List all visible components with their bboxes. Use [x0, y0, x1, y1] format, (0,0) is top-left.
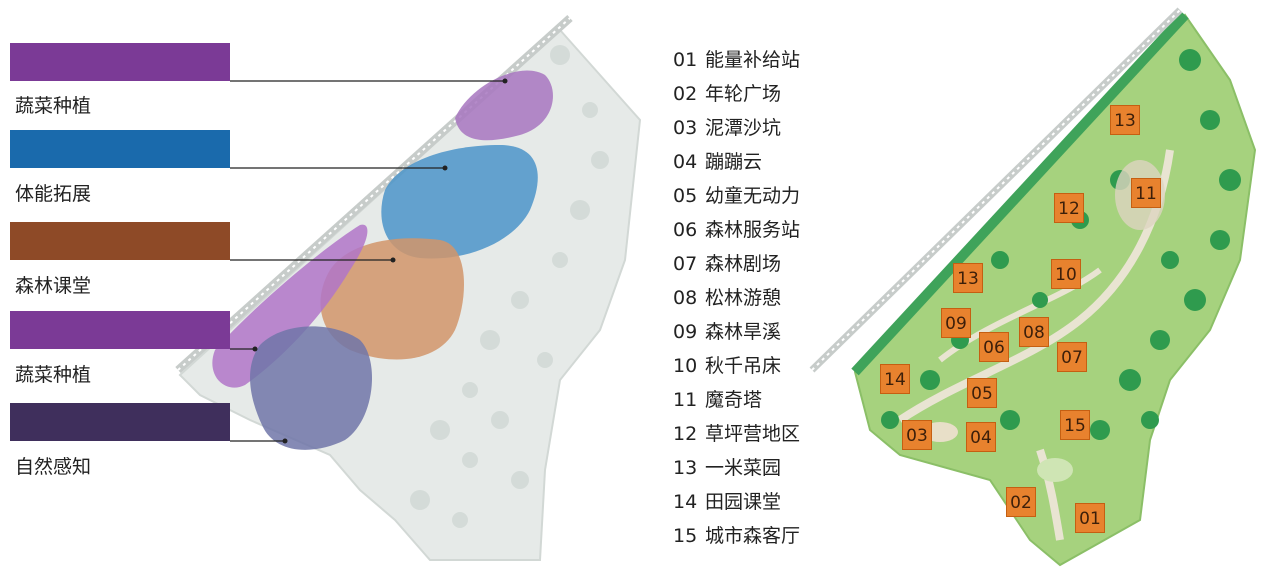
zone-label-comprehensive: 综合区（全龄）: [10, 222, 230, 290]
legend-name: 松林游憩: [705, 287, 782, 309]
legend-name: 幼童无动力: [705, 185, 801, 207]
legend-item: 11 魔奇塔: [673, 385, 762, 412]
legend-item: 07 森林剧场: [673, 249, 781, 276]
zone-desc-comprehensive: 森林课堂: [15, 275, 92, 297]
zone-label-expansion: 拓展区（7~9岁）: [10, 130, 230, 198]
legend-num: 11: [673, 389, 698, 411]
legend-name: 森林剧场: [705, 253, 782, 275]
legend-item: 02 年轮广场: [673, 79, 781, 106]
zone-label-vegetable-1: 菜园区（全龄）: [10, 43, 230, 111]
map-marker: 04: [966, 422, 996, 452]
zone-label-text: 菜园区（全龄）: [40, 357, 174, 379]
map-marker: 06: [979, 332, 1009, 362]
legend-item: 01 能量补给站: [673, 45, 800, 72]
legend-num: 03: [673, 117, 698, 139]
legend-item: 12 草坪营地区: [673, 419, 800, 446]
legend-item: 04 蹦蹦云: [673, 147, 762, 174]
legend-num: 14: [673, 491, 698, 513]
legend-num: 04: [673, 151, 698, 173]
legend-name: 秋千吊床: [705, 355, 782, 377]
legend-name: 森林旱溪: [705, 321, 782, 343]
zone-label-fun-play: 趣玩区（3~6岁）: [10, 403, 230, 471]
legend-name: 年轮广场: [705, 83, 782, 105]
legend-name: 城市森客厅: [705, 525, 801, 547]
map-marker: 15: [1060, 410, 1090, 440]
legend-name: 田园课堂: [705, 491, 782, 513]
legend-num: 07: [673, 253, 698, 275]
zone-desc-vegetable-2: 蔬菜种植: [15, 364, 92, 386]
legend-name: 一米菜园: [705, 457, 782, 479]
map-marker: 03: [902, 420, 932, 450]
legend-num: 10: [673, 355, 698, 377]
legend-num: 02: [673, 83, 698, 105]
map-marker: 01: [1075, 503, 1105, 533]
legend-item: 10 秋千吊床: [673, 351, 781, 378]
legend-num: 12: [673, 423, 698, 445]
map-marker: 13: [953, 263, 983, 293]
zone-desc-fun-play: 自然感知: [15, 456, 92, 478]
legend-num: 08: [673, 287, 698, 309]
map-marker: 07: [1057, 342, 1087, 372]
zone-desc-vegetable-1: 蔬菜种植: [15, 95, 92, 117]
map-marker: 09: [941, 308, 971, 338]
legend-num: 09: [673, 321, 698, 343]
map-marker: 12: [1054, 193, 1084, 223]
legend-name: 魔奇塔: [705, 389, 763, 411]
legend-num: 01: [673, 49, 698, 71]
right-facility-map: [809, 7, 1257, 567]
zone-label-text: 拓展区（7~9岁）: [40, 176, 195, 198]
zone-label-text: 趣玩区（3~6岁）: [40, 449, 195, 471]
legend-name: 蹦蹦云: [705, 151, 763, 173]
legend-item: 05 幼童无动力: [673, 181, 800, 208]
map-marker: 02: [1006, 487, 1036, 517]
legend-item: 09 森林旱溪: [673, 317, 781, 344]
legend-name: 森林服务站: [705, 219, 801, 241]
legend-item: 13 一米菜园: [673, 453, 781, 480]
legend-name: 泥潭沙坑: [705, 117, 782, 139]
legend-name: 能量补给站: [705, 49, 801, 71]
legend-item: 08 松林游憩: [673, 283, 781, 310]
zone-label-vegetable-2: 菜园区（全龄）: [10, 311, 230, 379]
legend-num: 05: [673, 185, 698, 207]
legend-item: 03 泥潭沙坑: [673, 113, 781, 140]
zone-label-text: 菜园区（全龄）: [40, 89, 174, 111]
legend-name: 草坪营地区: [705, 423, 801, 445]
map-marker: 14: [880, 364, 910, 394]
legend-item: 14 田园课堂: [673, 487, 781, 514]
zone-label-text: 综合区（全龄）: [40, 268, 174, 290]
legend-num: 13: [673, 457, 698, 479]
map-marker: 08: [1019, 317, 1049, 347]
left-zoning-map: [175, 15, 642, 561]
map-marker: 11: [1131, 178, 1161, 208]
zone-desc-expansion: 体能拓展: [15, 183, 92, 205]
legend-num: 06: [673, 219, 698, 241]
map-marker: 05: [967, 378, 997, 408]
map-marker: 13: [1110, 105, 1140, 135]
legend-item: 06 森林服务站: [673, 215, 800, 242]
map-marker: 10: [1051, 259, 1081, 289]
legend-num: 15: [673, 525, 698, 547]
legend-item: 15 城市森客厅: [673, 521, 800, 548]
